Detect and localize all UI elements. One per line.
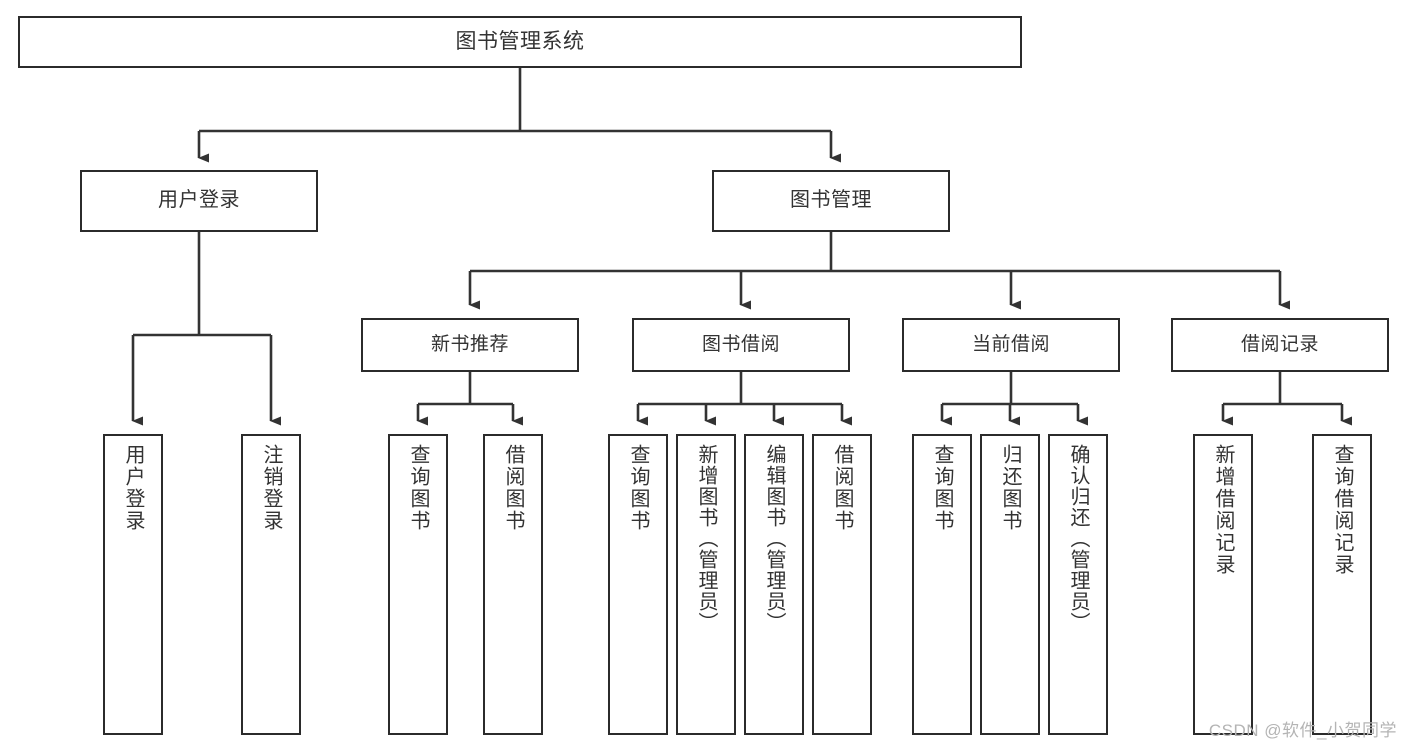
node-leaf-confirm-return[interactable]: 确认归还（管理员）: [1048, 434, 1108, 735]
node-label: 借阅记录: [1240, 333, 1319, 355]
node-label: 查询借阅记录: [1331, 444, 1353, 576]
node-new-book-recommend[interactable]: 新书推荐: [361, 318, 579, 372]
node-label: 借阅图书: [502, 444, 524, 532]
node-label: 图书借阅: [701, 333, 780, 355]
node-leaf-user-login[interactable]: 用户登录: [103, 434, 163, 735]
node-leaf-add-book[interactable]: 新增图书（管理员）: [676, 434, 736, 735]
node-borrow-record[interactable]: 借阅记录: [1171, 318, 1389, 372]
node-label: 图书管理系统: [455, 29, 585, 53]
node-label: 编辑图书（管理员）: [763, 444, 785, 633]
node-label: 图书管理: [790, 189, 872, 212]
node-book-manage[interactable]: 图书管理: [712, 170, 950, 232]
node-leaf-borrow-book-1[interactable]: 借阅图书: [483, 434, 543, 735]
node-leaf-borrow-book-2[interactable]: 借阅图书: [812, 434, 872, 735]
node-leaf-query-book-2[interactable]: 查询图书: [608, 434, 668, 735]
node-leaf-logout[interactable]: 注销登录: [241, 434, 301, 735]
node-leaf-return-book[interactable]: 归还图书: [980, 434, 1040, 735]
node-leaf-query-book-3[interactable]: 查询图书: [912, 434, 972, 735]
node-root-system[interactable]: 图书管理系统: [18, 16, 1022, 68]
node-user-login[interactable]: 用户登录: [80, 170, 318, 232]
node-label: 借阅图书: [831, 444, 853, 532]
node-label: 新增图书（管理员）: [695, 444, 717, 633]
node-label: 查询图书: [627, 444, 649, 532]
node-label: 注销登录: [260, 444, 282, 532]
node-label: 新书推荐: [430, 333, 509, 355]
node-leaf-query-book-1[interactable]: 查询图书: [388, 434, 448, 735]
node-label: 确认归还（管理员）: [1067, 444, 1089, 633]
node-label: 用户登录: [122, 444, 144, 532]
node-current-borrow[interactable]: 当前借阅: [902, 318, 1120, 372]
node-leaf-add-borrow-record[interactable]: 新增借阅记录: [1193, 434, 1253, 735]
node-label: 归还图书: [999, 444, 1021, 532]
node-label: 用户登录: [158, 189, 240, 212]
node-label: 查询图书: [931, 444, 953, 532]
node-label: 新增借阅记录: [1212, 444, 1234, 576]
node-book-borrow[interactable]: 图书借阅: [632, 318, 850, 372]
node-leaf-query-borrow-record[interactable]: 查询借阅记录: [1312, 434, 1372, 735]
node-leaf-edit-book[interactable]: 编辑图书（管理员）: [744, 434, 804, 735]
node-label: 查询图书: [407, 444, 429, 532]
node-label: 当前借阅: [971, 333, 1050, 355]
watermark-text: CSDN @软件_小贺同学: [1208, 721, 1397, 740]
